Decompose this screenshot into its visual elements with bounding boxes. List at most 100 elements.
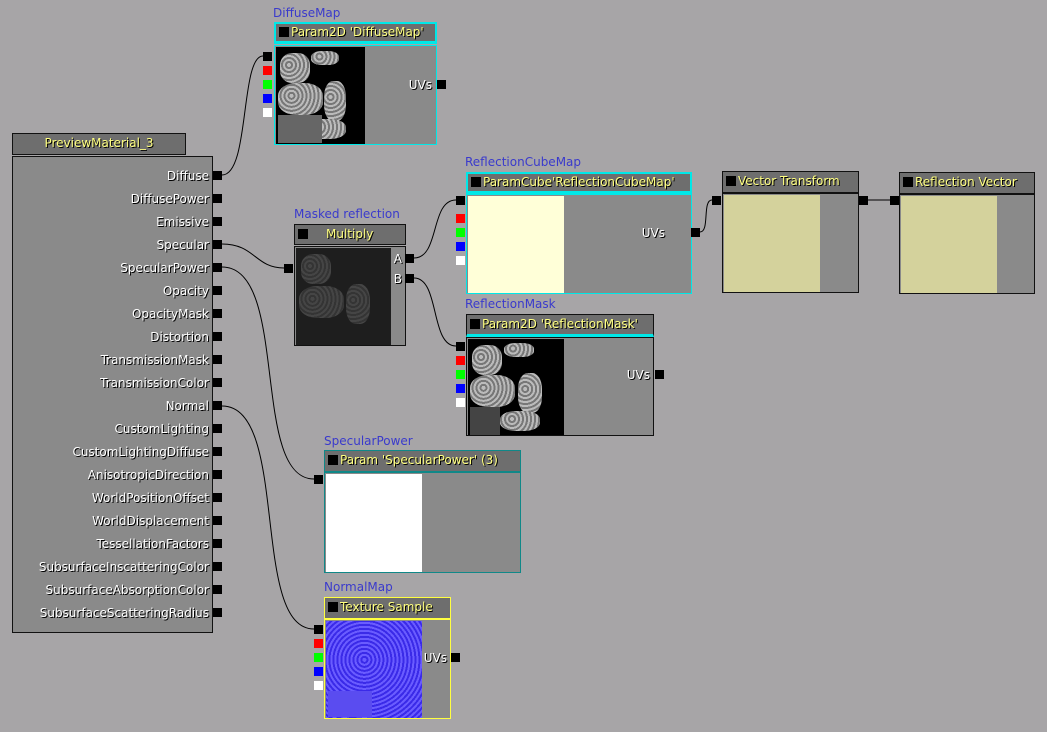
mask-r-pin[interactable] (456, 356, 465, 365)
material-input-specularpower: SpecularPower (120, 261, 209, 275)
material-input-emissive: Emissive (156, 215, 209, 229)
cubemap-header[interactable]: ParamCube'ReflectionCubeMap' (466, 172, 692, 194)
specpower-header[interactable]: Param 'SpecularPower' (3) (324, 450, 521, 472)
cubemap-r-pin[interactable] (456, 214, 465, 223)
mask-uvs-pin[interactable] (655, 370, 664, 379)
diffusemap-preview (276, 47, 365, 144)
material-input-subsurfaceinscatteringcolor: SubsurfaceInscatteringColor (38, 560, 209, 574)
material-pin-distortion[interactable] (213, 332, 222, 341)
reflectionvector-body[interactable] (899, 194, 1035, 294)
mask-header[interactable]: Param2D 'ReflectionMask' (466, 314, 654, 337)
multiply-preview (296, 248, 391, 345)
vectortransform-input-pin[interactable] (712, 196, 721, 205)
material-input-worlddisplacement: WorldDisplacement (92, 514, 209, 528)
multiply-body[interactable]: A B (294, 246, 406, 346)
material-pin-customlightingdiffuse[interactable] (213, 447, 222, 456)
mask-b-pin[interactable] (456, 384, 465, 393)
cubemap-b-pin[interactable] (456, 242, 465, 251)
diffusemap-b-pin[interactable] (263, 94, 272, 103)
diffusemap-caption: DiffuseMap (273, 6, 341, 20)
cubemap-uvs-pin[interactable] (691, 228, 700, 237)
cubemap-input-pin[interactable] (456, 196, 465, 205)
reflectionvector-header[interactable]: Reflection Vector (899, 172, 1035, 194)
material-input-opacitymask: OpacityMask (131, 307, 209, 321)
diffusemap-g-pin[interactable] (263, 80, 272, 89)
normalmap-title: Texture Sample (340, 600, 433, 614)
material-pin-normal[interactable] (213, 401, 222, 410)
cubemap-a-pin[interactable] (456, 256, 465, 265)
material-pin-specular[interactable] (213, 240, 222, 249)
diffusemap-header[interactable]: Param2D 'DiffuseMap' (274, 22, 437, 44)
material-pin-diffusepower[interactable] (213, 194, 222, 203)
vectortransform-body[interactable] (722, 193, 859, 293)
material-pin-transmissioncolor[interactable] (213, 378, 222, 387)
reflectionvector-title: Reflection Vector (915, 175, 1017, 189)
specpower-title: Param 'SpecularPower' (3) (340, 453, 498, 467)
material-pin-emissive[interactable] (213, 217, 222, 226)
multiply-header[interactable]: Multiply (294, 224, 406, 245)
cubemap-preview (468, 196, 564, 293)
mask-body[interactable]: UVs (466, 337, 654, 436)
multiply-input-pin[interactable] (284, 264, 293, 273)
vectortransform-header[interactable]: Vector Transform (722, 171, 859, 193)
multiply-output-a: A (393, 252, 402, 266)
diffusemap-a-pin[interactable] (263, 108, 272, 117)
material-pin-anisotropicdirection[interactable] (213, 470, 222, 479)
vectortransform-output-pin[interactable] (859, 196, 868, 205)
diffusemap-input-pin[interactable] (263, 52, 272, 61)
material-input-opacity: Opacity (162, 284, 209, 298)
wire-a (413, 199, 457, 259)
normalmap-uvs-pin[interactable] (451, 653, 460, 662)
multiply-a-pin[interactable] (405, 254, 414, 263)
cubemap-g-pin[interactable] (456, 228, 465, 237)
diffusemap-body[interactable]: UVs (274, 45, 437, 145)
material-pin-worlddisplacement[interactable] (213, 516, 222, 525)
material-input-worldpositionoffset: WorldPositionOffset (91, 491, 209, 505)
mask-g-pin[interactable] (456, 370, 465, 379)
material-input-normal: Normal (165, 399, 209, 413)
material-pin-opacitymask[interactable] (213, 309, 222, 318)
vectortransform-title: Vector Transform (738, 174, 840, 188)
normalmap-a-pin[interactable] (314, 681, 323, 690)
material-pin-diffuse[interactable] (213, 171, 222, 180)
wire-specular (221, 243, 285, 269)
material-pin-subsurfaceabsorptioncolor[interactable] (213, 585, 222, 594)
specpower-body[interactable] (324, 472, 521, 573)
wire-specularpower (221, 266, 315, 480)
normalmap-b-pin[interactable] (314, 667, 323, 676)
material-pin-subsurfaceinscatteringcolor[interactable] (213, 562, 222, 571)
normalmap-preview (326, 621, 422, 718)
material-pin-worldpositionoffset[interactable] (213, 493, 222, 502)
material-input-tessellationfactors: TessellationFactors (96, 537, 209, 551)
diffusemap-r-pin[interactable] (263, 66, 272, 75)
multiply-b-pin[interactable] (405, 274, 414, 283)
material-input-subsurfacescatteringradius: SubsurfaceScatteringRadius (39, 606, 209, 620)
mask-a-pin[interactable] (456, 398, 465, 407)
reflectionvector-output-pin[interactable] (890, 196, 899, 205)
material-node-header[interactable]: PreviewMaterial_3 (12, 133, 186, 155)
material-pin-tessellationfactors[interactable] (213, 539, 222, 548)
material-input-transmissionmask: TransmissionMask (100, 353, 209, 367)
cubemap-body[interactable]: UVs (466, 194, 692, 294)
normalmap-body[interactable]: UVs (324, 619, 451, 719)
material-pin-specularpower[interactable] (213, 263, 222, 272)
normalmap-input-pin[interactable] (314, 625, 323, 634)
normalmap-g-pin[interactable] (314, 653, 323, 662)
material-pin-transmissionmask[interactable] (213, 355, 222, 364)
wire-b (413, 277, 457, 347)
wire-normal (221, 405, 315, 630)
mask-input-pin[interactable] (456, 342, 465, 351)
mask-caption: ReflectionMask (465, 297, 556, 311)
wire-diffuse (221, 55, 264, 176)
material-pin-customlighting[interactable] (213, 424, 222, 433)
diffusemap-title: Param2D 'DiffuseMap' (291, 25, 424, 39)
material-pin-opacity[interactable] (213, 286, 222, 295)
specpower-input-pin[interactable] (314, 475, 323, 484)
normalmap-r-pin[interactable] (314, 639, 323, 648)
diffusemap-uvs-pin[interactable] (437, 80, 446, 89)
material-input-customlighting: CustomLighting (114, 422, 209, 436)
normalmap-header[interactable]: Texture Sample (324, 597, 451, 619)
material-pin-subsurfacescatteringradius[interactable] (213, 608, 222, 617)
